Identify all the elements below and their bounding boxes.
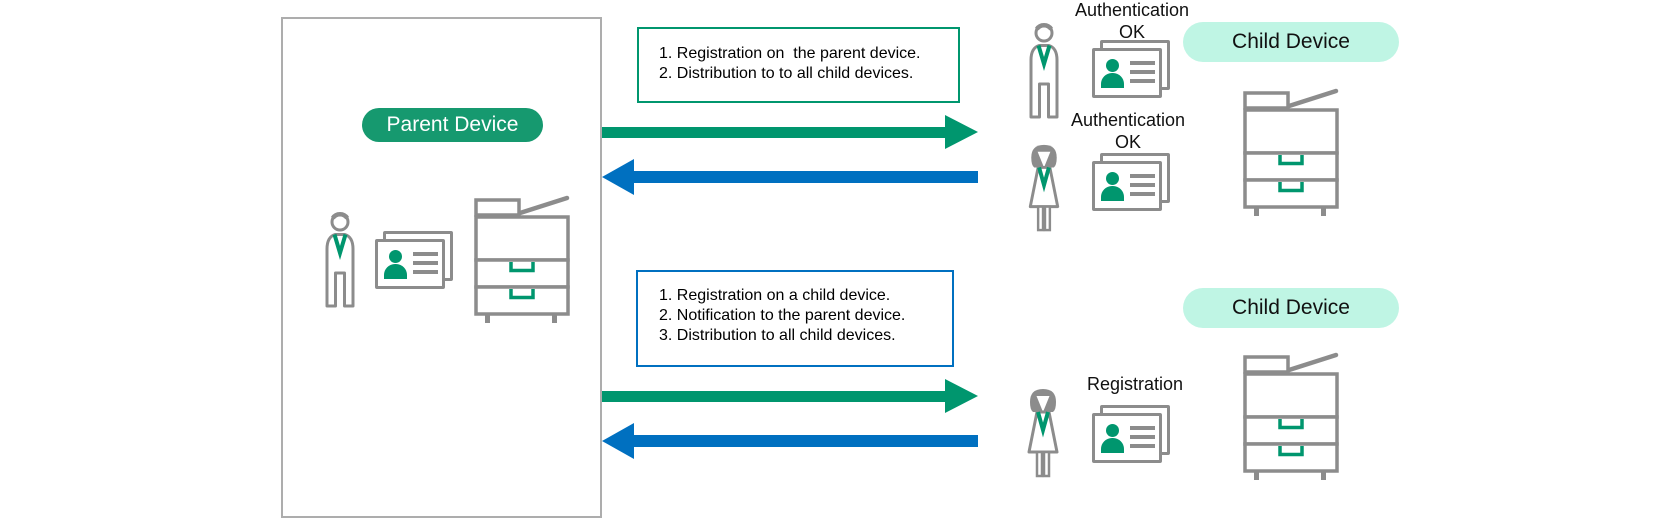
- child-device-pill: Child Device: [1183, 288, 1399, 328]
- parent-device-pill: Parent Device: [362, 108, 543, 142]
- child-device-pill-label: Child Device: [1232, 296, 1350, 319]
- arrow-shaft: [634, 171, 978, 183]
- child-device-pill: Child Device: [1183, 22, 1399, 62]
- id-cards-icon: [1092, 153, 1170, 211]
- id-cards-icon: [375, 231, 453, 289]
- status-line: Authentication: [1070, 110, 1186, 130]
- note-line: 2. Distribution to to all child devices.: [659, 65, 914, 82]
- arrow-head: [602, 159, 634, 195]
- arrow-head: [602, 423, 634, 459]
- printer-icon: [1243, 352, 1339, 480]
- card-front: [1092, 413, 1162, 463]
- id-cards-icon: [1092, 405, 1170, 463]
- male-user-icon: [325, 212, 355, 308]
- top-note-box: 1. Registration on the parent device. 2.…: [637, 27, 960, 103]
- bottom-note-box: 1. Registration on a child device. 2. No…: [636, 270, 954, 367]
- status-line: OK: [1118, 22, 1145, 42]
- status-line: OK: [1114, 132, 1141, 152]
- card-front: [1092, 48, 1162, 98]
- female-user-icon: [1028, 144, 1060, 232]
- card-front: [1092, 161, 1162, 211]
- arrow-head: [945, 115, 978, 149]
- note-line: 1. Registration on the parent device.: [659, 45, 921, 62]
- card-front: [375, 239, 445, 289]
- note-line: 2. Notification to the parent device.: [659, 307, 906, 324]
- arrow-shaft: [602, 127, 945, 138]
- printer-icon: [474, 195, 570, 323]
- status-line: Authentication: [1074, 0, 1190, 20]
- note-line: 1. Registration on a child device.: [659, 287, 891, 304]
- child-device-pill-label: Child Device: [1232, 30, 1350, 53]
- status-line: Registration: [1086, 374, 1184, 394]
- authentication-ok-label: Authentication OK: [1053, 109, 1203, 153]
- registration-label: Registration: [1060, 373, 1210, 395]
- note-line: 3. Distribution to all child devices.: [659, 327, 896, 344]
- arrow-shaft: [602, 391, 945, 402]
- id-cards-icon: [1092, 40, 1170, 98]
- arrow-head: [945, 379, 978, 413]
- female-user-icon: [1027, 389, 1059, 478]
- printer-icon: [1243, 88, 1339, 216]
- authentication-ok-label: Authentication OK: [1057, 0, 1207, 43]
- arrow-shaft: [634, 435, 978, 447]
- parent-device-pill-label: Parent Device: [386, 113, 519, 136]
- male-user-icon: [1029, 23, 1059, 119]
